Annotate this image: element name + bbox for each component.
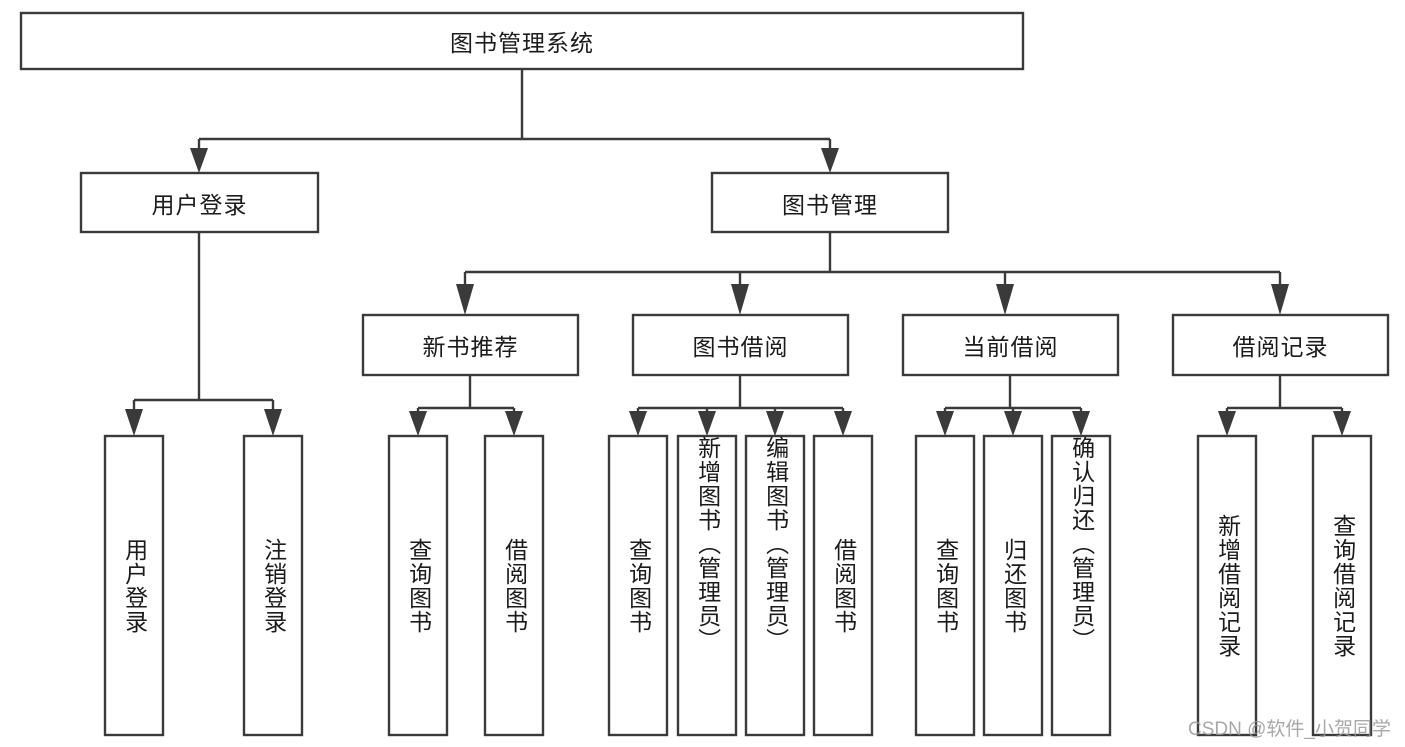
node-box-root[interactable] (19, 11, 1025, 71)
leaf-box-current-borrow-0[interactable] (914, 434, 976, 737)
arrow-head-leaf-book-borrow-2 (766, 411, 784, 436)
leaf-label-new-book-1: 借阅图书 (501, 537, 528, 634)
arrow-head-user-login (190, 148, 208, 173)
node-label-new-book-recommend-wrap: 新书推荐 (363, 315, 578, 375)
arrow-head-leaf-book-borrow-3 (834, 411, 852, 436)
node-box-new-book-recommend[interactable] (361, 313, 580, 377)
arrow-head-book-management (821, 148, 839, 173)
arrow-head-leaf-current-borrow-1 (1004, 411, 1022, 436)
leaf-label-current-borrow-1: 归还图书 (1000, 537, 1027, 634)
leaf-label-current-borrow-2: 确认归还（管理员） (1068, 436, 1095, 652)
leaf-box-book-borrow-3[interactable] (812, 434, 874, 737)
leaf-box-new-book-0[interactable] (387, 434, 449, 737)
arrow-head-leaf-borrow-record-1 (1333, 411, 1351, 436)
leaf-label-borrow-record-0: 新增借阅记录 (1214, 513, 1241, 658)
leaf-box-user-login-0[interactable] (103, 434, 165, 737)
leaf-box-current-borrow-2[interactable] (1050, 434, 1112, 737)
arrow-head-current-borrow (996, 284, 1014, 315)
node-label-root: 图书管理系统 (450, 30, 594, 56)
leaf-label-new-book-0-wrap: 查询图书 (389, 436, 447, 735)
leaf-label-borrow-record-1: 查询借阅记录 (1329, 513, 1356, 658)
leaf-box-borrow-record-1[interactable] (1311, 434, 1373, 737)
leaf-box-book-borrow-1[interactable] (676, 434, 738, 737)
node-label-book-management: 图书管理 (782, 191, 878, 218)
leaf-label-book-borrow-1: 新增图书（管理员） (694, 436, 721, 652)
node-label-borrow-record: 借阅记录 (1232, 334, 1329, 360)
leaf-label-new-book-1-wrap: 借阅图书 (485, 436, 543, 735)
node-label-book-borrow-wrap: 图书借阅 (633, 315, 848, 375)
node-label-current-borrow: 当前借阅 (962, 334, 1059, 360)
leaf-box-book-borrow-0[interactable] (607, 434, 669, 737)
leaf-label-borrow-record-0-wrap: 新增借阅记录 (1198, 436, 1256, 735)
leaf-label-book-borrow-2-wrap: 编辑图书（管理员） (746, 436, 804, 735)
node-label-user-login: 用户登录 (151, 191, 248, 218)
leaf-box-borrow-record-0[interactable] (1196, 434, 1258, 737)
arrow-head-book-borrow (731, 284, 749, 315)
node-label-book-management-wrap: 图书管理 (712, 173, 948, 232)
leaf-label-user-login-0-wrap: 用户登录 (105, 436, 163, 735)
arrow-head-leaf-book-borrow-1 (698, 411, 716, 436)
leaf-label-book-borrow-3: 借阅图书 (830, 537, 857, 634)
arrow-head-leaf-user-login-1 (264, 409, 282, 436)
arrow-head-leaf-borrow-record-0 (1218, 411, 1236, 436)
node-label-root-wrap: 图书管理系统 (21, 13, 1023, 69)
leaf-box-new-book-1[interactable] (483, 434, 545, 737)
leaf-label-book-borrow-0: 查询图书 (625, 537, 652, 634)
node-box-user-login[interactable] (79, 171, 320, 234)
leaf-box-current-borrow-1[interactable] (982, 434, 1044, 737)
arrow-head-new-book-recommend (456, 284, 474, 315)
leaf-label-new-book-0: 查询图书 (405, 537, 432, 634)
leaf-label-current-borrow-0-wrap: 查询图书 (916, 436, 974, 735)
leaf-label-user-login-1-wrap: 注销登录 (244, 436, 302, 735)
arrow-head-borrow-record (1271, 284, 1289, 315)
leaf-label-current-borrow-0: 查询图书 (932, 537, 959, 634)
node-label-user-login-wrap: 用户登录 (81, 173, 318, 232)
node-label-new-book-recommend: 新书推荐 (422, 334, 519, 360)
arrow-head-leaf-current-borrow-0 (936, 411, 954, 436)
node-box-current-borrow[interactable] (901, 313, 1120, 377)
leaf-label-user-login-0: 用户登录 (121, 537, 148, 634)
node-label-current-borrow-wrap: 当前借阅 (903, 315, 1118, 375)
arrow-head-leaf-book-borrow-0 (629, 411, 647, 436)
leaf-label-book-borrow-3-wrap: 借阅图书 (814, 436, 872, 735)
leaf-label-user-login-1: 注销登录 (260, 537, 287, 634)
arrow-head-leaf-current-borrow-2 (1072, 411, 1090, 436)
arrow-head-leaf-new-book-1 (505, 411, 523, 436)
node-label-borrow-record-wrap: 借阅记录 (1173, 315, 1388, 375)
leaf-label-book-borrow-0-wrap: 查询图书 (609, 436, 667, 735)
leaf-label-book-borrow-1-wrap: 新增图书（管理员） (678, 436, 736, 735)
arrow-head-leaf-user-login-0 (125, 409, 143, 436)
node-label-book-borrow: 图书借阅 (692, 334, 789, 360)
leaf-label-current-borrow-1-wrap: 归还图书 (984, 436, 1042, 735)
leaf-label-book-borrow-2: 编辑图书（管理员） (762, 436, 789, 652)
leaf-label-current-borrow-2-wrap: 确认归还（管理员） (1052, 436, 1110, 735)
leaf-label-borrow-record-1-wrap: 查询借阅记录 (1313, 436, 1371, 735)
arrow-head-leaf-new-book-0 (409, 411, 427, 436)
leaf-box-user-login-1[interactable] (242, 434, 304, 737)
